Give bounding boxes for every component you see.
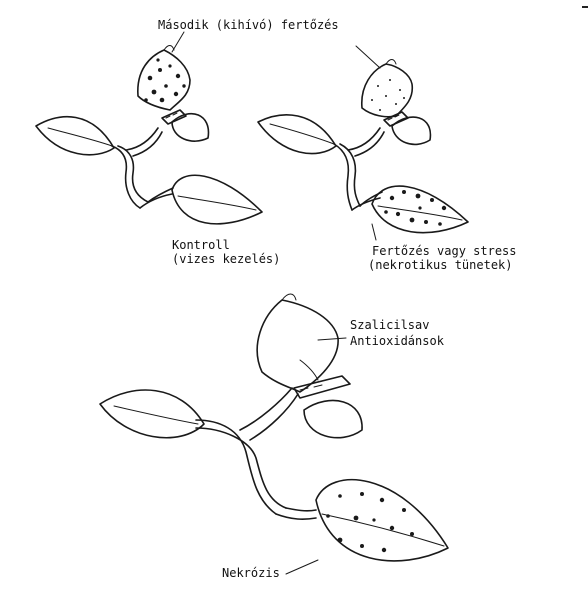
label-infection-line2: (nekrotikus tünetek) — [368, 258, 513, 272]
sparse-dots-plant-2 — [371, 79, 405, 111]
label-salicylic-acid: Szalicilsav — [350, 318, 429, 332]
label-control-line1: Kontroll — [172, 238, 230, 252]
plant-infection — [258, 60, 468, 233]
plant-control — [36, 46, 262, 224]
label-necrosis: Nekrózis — [222, 566, 280, 580]
infection-dots-plant-1 — [144, 58, 186, 102]
label-antioxidants: Antioxidánsok — [350, 334, 444, 348]
edge-mark — [582, 6, 588, 8]
label-control-line2: (vizes kezelés) — [172, 252, 280, 266]
leader-lines — [172, 32, 380, 574]
label-infection-line1: Fertőzés vagy stress — [372, 244, 517, 258]
label-second-infection: Második (kihívó) fertőzés — [158, 18, 339, 32]
